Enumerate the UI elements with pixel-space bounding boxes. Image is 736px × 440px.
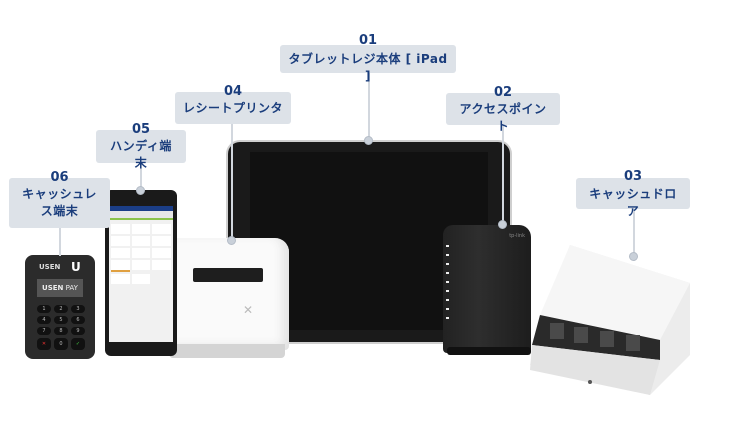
terminal-screen: USEN PAY	[37, 279, 83, 297]
key: 0	[54, 338, 68, 350]
terminal-keypad: 1 2 3 4 5 6 7 8 9 ✕ 0 ✓	[37, 305, 85, 350]
handy-screen	[109, 206, 173, 342]
connector-03	[633, 208, 635, 256]
handy-terminal-device	[105, 190, 177, 356]
connector-02	[502, 124, 504, 224]
connector-dot-04	[227, 236, 236, 245]
key-ok: ✓	[71, 338, 85, 350]
label-handy-terminal: 05 ハンディ端末	[96, 122, 186, 170]
connector-04	[231, 124, 233, 240]
key: 4	[37, 316, 51, 324]
connector-01	[368, 72, 370, 140]
printer-star-logo: ✕	[243, 303, 254, 317]
connector-06	[59, 228, 61, 256]
key: 1	[37, 305, 51, 313]
key: 6	[71, 316, 85, 324]
terminal-logo: U	[71, 260, 81, 274]
label-cash-drawer: 03 キャッシュドロア	[576, 169, 690, 218]
cash-drawer-device	[530, 245, 692, 395]
key: 7	[37, 327, 51, 335]
key: 3	[71, 305, 85, 313]
router-device: tp-link	[443, 225, 535, 360]
connector-05	[140, 162, 142, 190]
receipt-printer-device: ✕	[165, 238, 289, 360]
connector-dot-03	[629, 252, 638, 261]
key: 8	[54, 327, 68, 335]
label-receipt-printer: 04 レシートプリンタ	[175, 84, 291, 124]
label-tablet: 01 タブレットレジ本体 [ iPad ]	[280, 33, 456, 83]
connector-dot-05	[136, 186, 145, 195]
payment-terminal-device: USEN U USEN PAY 1 2 3 4 5 6 7 8 9 ✕ 0 ✓	[25, 255, 95, 359]
label-access-point: 02 アクセスポイント	[446, 85, 560, 133]
key: 5	[54, 316, 68, 324]
label-cashless-terminal: 06 キャッシュレス端末	[9, 170, 110, 228]
router-brand-logo: tp-link	[509, 233, 525, 239]
key-cancel: ✕	[37, 338, 51, 350]
terminal-brand: USEN	[39, 263, 61, 271]
connector-dot-02	[498, 220, 507, 229]
key: 2	[54, 305, 68, 313]
key: 9	[71, 327, 85, 335]
router-leds	[446, 245, 449, 325]
connector-dot-01	[364, 136, 373, 145]
